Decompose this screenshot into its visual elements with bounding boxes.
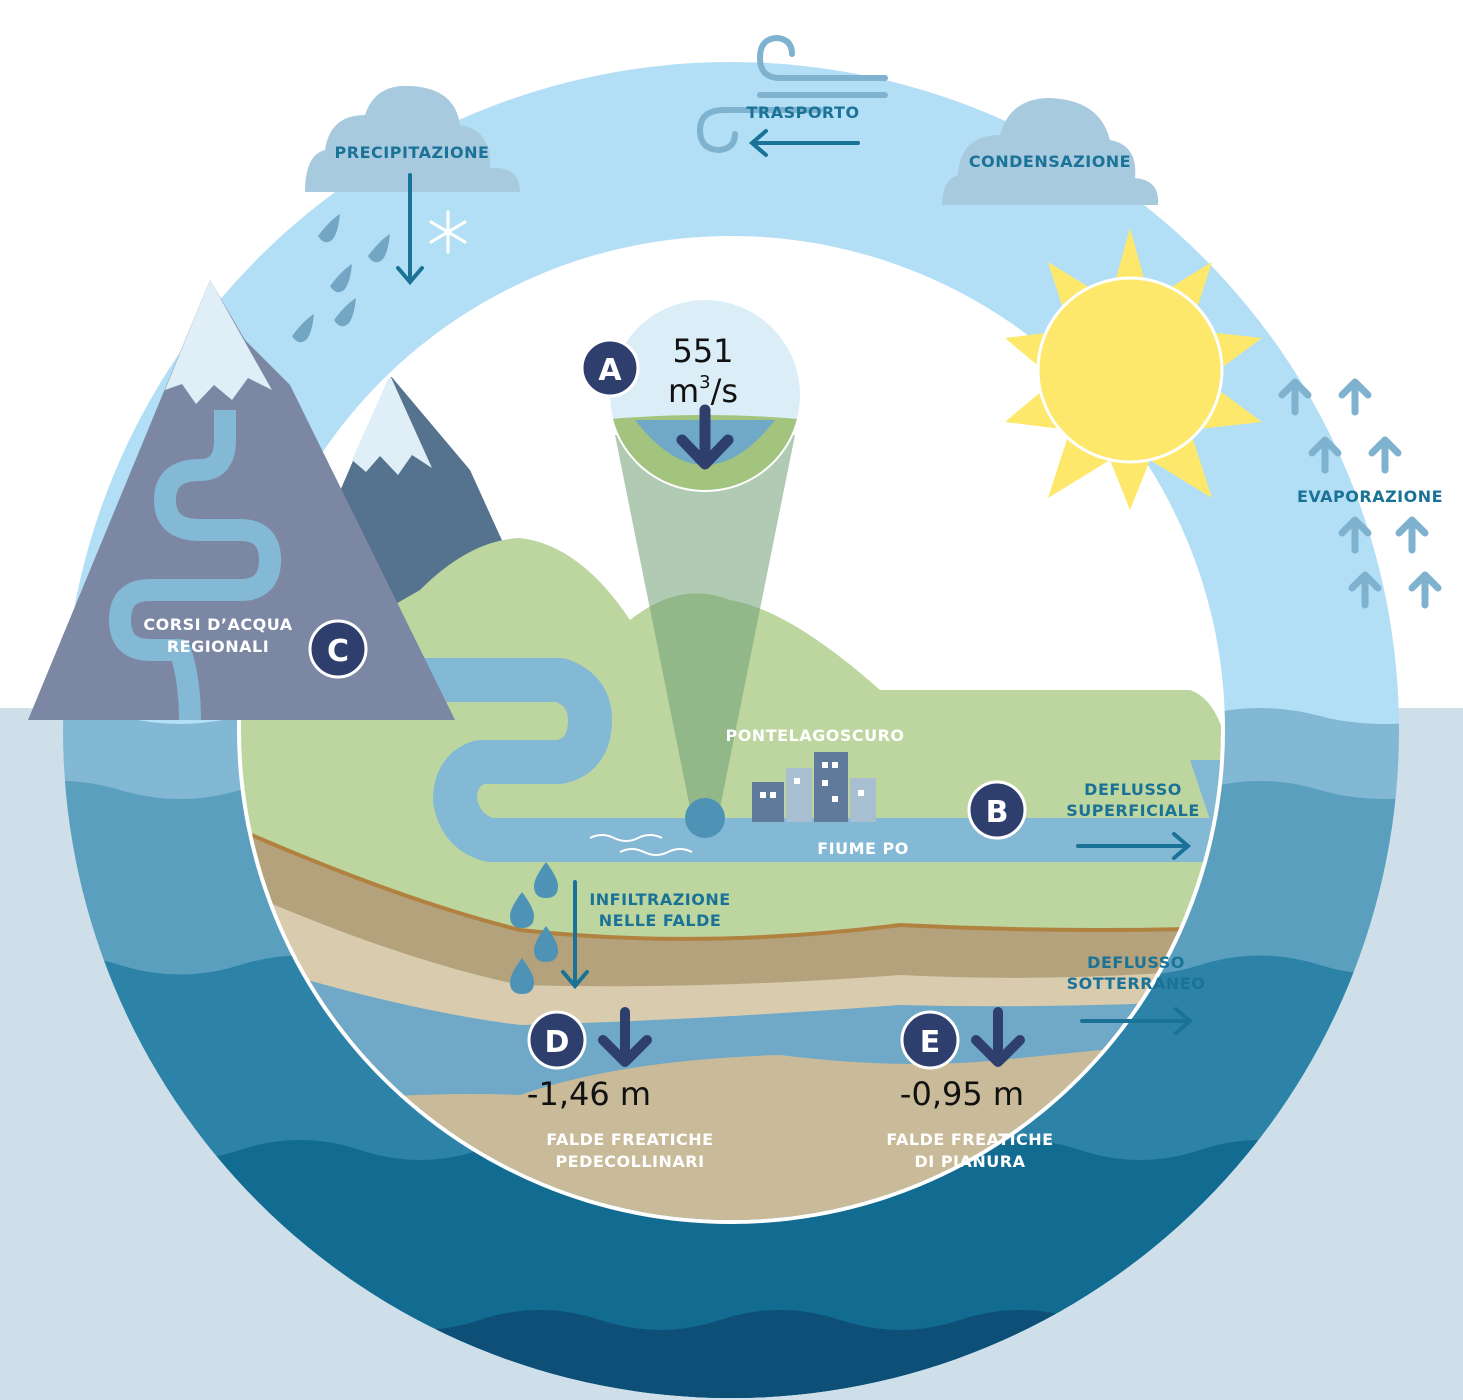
label-corsi-line2: REGIONALI xyxy=(167,637,269,656)
mountain-stream xyxy=(109,410,281,721)
arrow-icon xyxy=(1080,1007,1194,1035)
river-meander xyxy=(250,658,1221,862)
label-trasporto: TRASPORTO xyxy=(746,103,859,122)
flow-unit: m3/s xyxy=(668,372,738,410)
svg-text:C: C xyxy=(327,634,349,669)
cloud-icon xyxy=(305,85,520,192)
label-falde-ped-line2: PEDECOLLINARI xyxy=(555,1152,704,1171)
wind-icon xyxy=(696,34,888,154)
label-infiltrazione-line2: NELLE FALDE xyxy=(599,911,722,930)
label-evaporazione: EVAPORAZIONE xyxy=(1297,487,1443,506)
gauge-point xyxy=(685,798,725,838)
svg-text:B: B xyxy=(986,795,1009,830)
arrow-icon xyxy=(598,1007,652,1067)
svg-text:A: A xyxy=(598,353,622,388)
label-corsi-line1: CORSI D’ACQUA xyxy=(143,615,292,634)
label-condensazione: CONDENSAZIONE xyxy=(969,152,1131,171)
sun-icon xyxy=(1005,228,1262,510)
label-fiume-po: FIUME PO xyxy=(817,839,909,858)
label-deflusso-sott-line1: DEFLUSSO xyxy=(1087,953,1185,972)
city-icon xyxy=(752,752,876,822)
label-infiltrazione-line1: INFILTRAZIONE xyxy=(589,890,730,909)
falde-ped-value: -1,46 m xyxy=(527,1075,651,1113)
raindrop-icon xyxy=(292,214,390,343)
flow-value: 551 xyxy=(672,332,733,370)
badge-a: A xyxy=(580,338,640,398)
label-falde-pia-line2: DI PIANURA xyxy=(915,1152,1026,1171)
arrow-icon xyxy=(748,129,860,157)
cloud-icon xyxy=(942,98,1159,205)
badge-c: C xyxy=(308,619,368,679)
arrow-icon xyxy=(561,880,589,990)
arrow-icon xyxy=(971,1007,1025,1067)
label-precipitazione: PRECIPITAZIONE xyxy=(335,143,490,162)
arrow-icon xyxy=(1076,832,1192,860)
badge-b: B xyxy=(967,780,1027,840)
front-mountain-snow xyxy=(165,280,272,404)
label-falde-pia-line1: FALDE FREATICHE xyxy=(886,1130,1053,1149)
arrow-icon xyxy=(676,404,734,470)
label-deflusso-sup-line2: SUPERFICIALE xyxy=(1066,801,1200,820)
falde-pia-value: -0,95 m xyxy=(900,1075,1024,1113)
raindrop-icon xyxy=(510,862,558,994)
label-falde-ped-line1: FALDE FREATICHE xyxy=(546,1130,713,1149)
svg-text:D: D xyxy=(545,1025,570,1060)
green-hills xyxy=(241,538,1221,1000)
badge-d: D xyxy=(527,1010,587,1070)
label-deflusso-sott-line2: SOTTERRANEO xyxy=(1067,974,1206,993)
label-pontelagoscuro: PONTELAGOSCURO xyxy=(725,726,904,745)
badge-e: E xyxy=(900,1010,960,1070)
back-mountain-snow xyxy=(352,375,432,475)
snowflake-icon xyxy=(429,210,467,254)
label-deflusso-sup-line1: DEFLUSSO xyxy=(1084,780,1182,799)
arrow-icon xyxy=(1278,378,1442,609)
front-mountain xyxy=(28,280,455,721)
measurement-beam xyxy=(615,435,795,818)
svg-text:E: E xyxy=(920,1025,941,1060)
wave-icon xyxy=(589,834,693,856)
arrow-icon xyxy=(396,173,424,286)
soil-line xyxy=(241,828,1221,941)
